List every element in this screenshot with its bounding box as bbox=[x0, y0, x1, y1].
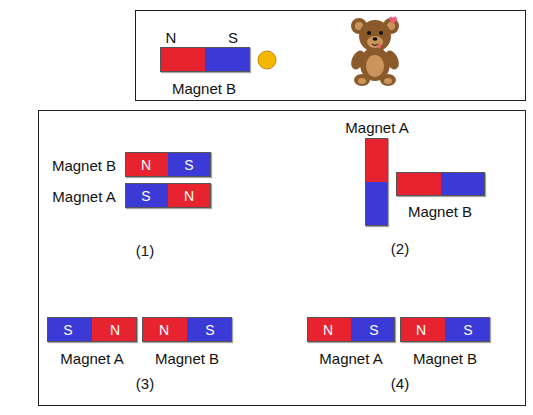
bar-magnet: NSMagnet B bbox=[142, 317, 232, 342]
magnet-name: Magnet B bbox=[413, 351, 477, 366]
bar-magnet: Magnet B bbox=[396, 172, 485, 196]
pole-letter: N bbox=[110, 323, 120, 337]
bar-magnet: SNMagnet A bbox=[47, 317, 137, 342]
magnet-name: S bbox=[228, 30, 238, 45]
pole-letter: S bbox=[205, 323, 214, 337]
pole-letter: S bbox=[463, 323, 472, 337]
callout-number: (2) bbox=[391, 240, 409, 257]
bar-magnet: Magnet A bbox=[365, 138, 388, 226]
bar-magnet: NSMagnet A bbox=[307, 317, 395, 342]
bar-magnet: NSMagnet B bbox=[160, 47, 250, 72]
bar-magnet: Magnet BNS bbox=[125, 152, 211, 177]
callout-number: (3) bbox=[136, 375, 154, 392]
pole-letter: N bbox=[323, 323, 333, 337]
magnet-name: Magnet A bbox=[52, 189, 115, 204]
ball bbox=[258, 51, 276, 69]
magnet-name: N bbox=[166, 30, 177, 45]
teddy-bear bbox=[348, 17, 401, 87]
magnet-name: Magnet B bbox=[408, 204, 472, 219]
callout-number: (1) bbox=[136, 242, 154, 259]
magnet-name: Magnet A bbox=[60, 351, 123, 366]
pole-letter: S bbox=[184, 158, 193, 172]
magnet-name: Magnet B bbox=[172, 81, 236, 96]
pole-letter: N bbox=[416, 323, 426, 337]
pole-letter: S bbox=[141, 189, 150, 203]
pole-letter: N bbox=[184, 189, 194, 203]
pole-letter: N bbox=[141, 158, 151, 172]
bar-magnet: Magnet ASN bbox=[125, 183, 211, 208]
callout-number: (4) bbox=[391, 375, 409, 392]
pole-letter: S bbox=[369, 323, 378, 337]
magnet-name: Magnet B bbox=[52, 158, 116, 173]
top-panel bbox=[136, 11, 526, 101]
pole-letter: N bbox=[159, 323, 169, 337]
pole-letter: S bbox=[63, 323, 72, 337]
bottom-panel bbox=[39, 111, 526, 406]
magnet-name: Magnet B bbox=[155, 351, 219, 366]
bar-magnet: NSMagnet B bbox=[400, 317, 490, 342]
magnet-name: Magnet A bbox=[345, 120, 408, 135]
magnet-name: Magnet A bbox=[319, 351, 382, 366]
